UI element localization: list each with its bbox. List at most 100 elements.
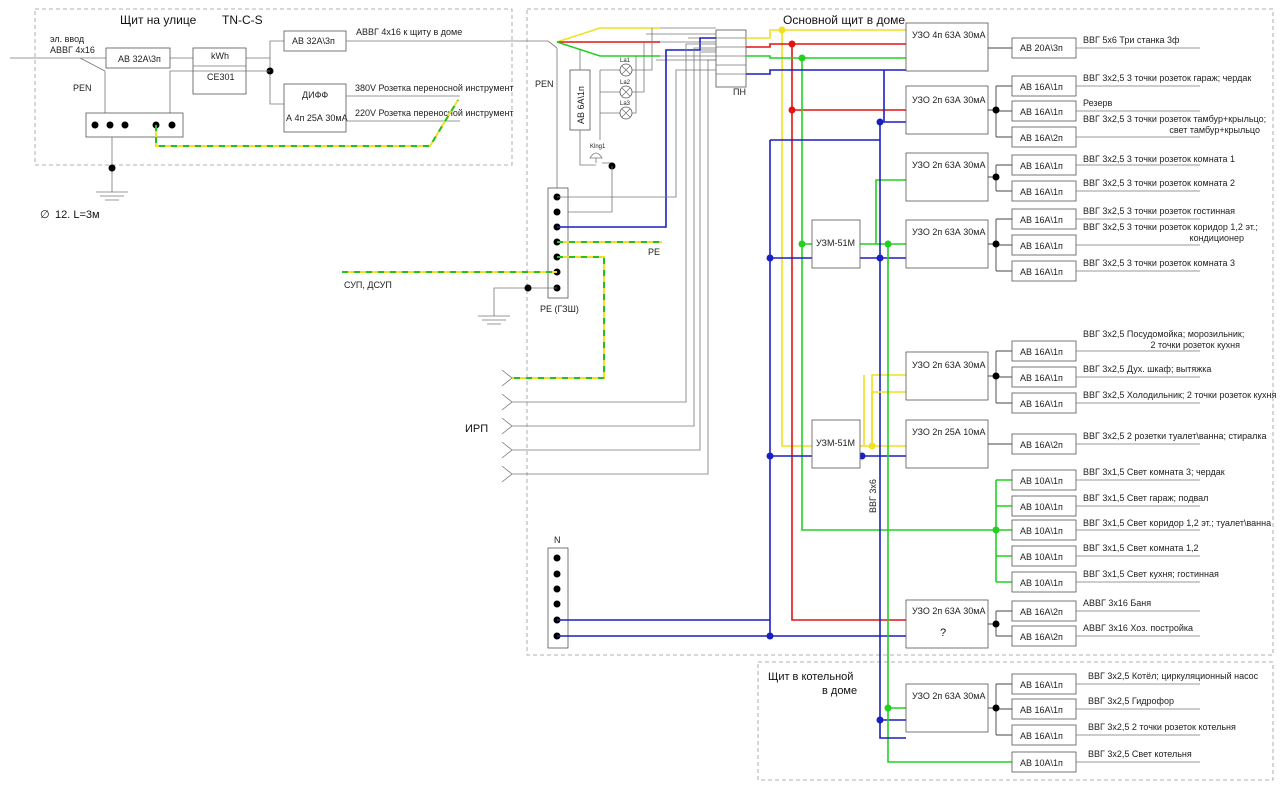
load-l13: ВВГ 3х2,5 2 розетки туалет\ванна; стирал… xyxy=(1083,431,1267,441)
ground-note: 12. L=3м xyxy=(55,209,100,221)
indicator-lamp-2 xyxy=(619,85,633,99)
load-l10b: 2 точки розеток кухня xyxy=(1151,340,1241,350)
load-lines xyxy=(1076,47,1200,637)
boiler-load-2: ВВГ 3х2,5 Гидрофор xyxy=(1088,696,1174,706)
breaker-to-house-label: АВ 32А\3п xyxy=(292,36,335,46)
input-cable-label: АВВГ 4х16 xyxy=(50,45,95,55)
meter-kwh-label: kWh xyxy=(211,51,229,61)
breaker-connectors xyxy=(988,47,1012,736)
load-l11: ВВГ 3х2,5 Дух. шкаф; вытяжка xyxy=(1083,364,1211,374)
breaker-b19-label: АВ 16А\2п xyxy=(1020,607,1063,617)
indicator-lamp-3 xyxy=(619,106,633,120)
uzm-2-label: УЗМ-51М xyxy=(816,438,855,448)
uzm-1 xyxy=(811,219,861,269)
load-l4b: свет тамбур+крыльцо xyxy=(1169,125,1260,135)
load-l1: ВВГ 5х6 Три станка 3ф xyxy=(1083,35,1180,45)
breaker-b3-label: АВ 16А\1п xyxy=(1020,107,1063,117)
breaker-b10-label: АВ 16А\1п xyxy=(1020,347,1063,357)
load-l5: ВВГ 3х2,5 3 точки розеток комната 1 xyxy=(1083,154,1235,164)
breaker-b12-label: АВ 16А\1п xyxy=(1020,399,1063,409)
n-bus xyxy=(547,547,569,649)
uzo-group: УЗО 4п 63А 30мА УЗО 2п 63А 30мА УЗО 2п 6… xyxy=(811,22,989,649)
breaker-b14-label: АВ 10А\1п xyxy=(1020,476,1063,486)
boiler-breaker-3-label: АВ 16А\1п xyxy=(1020,731,1063,741)
breaker-b8-label: АВ 16А\1п xyxy=(1020,241,1063,251)
uzo-1-label: УЗО 4п 63А 30мА xyxy=(912,30,985,40)
load-l15: ВВГ 3х1,5 Свет гараж; подвал xyxy=(1083,493,1208,503)
load-l8b: кондиционер xyxy=(1190,233,1244,243)
cable-to-house-label: АВВГ 4х16 к щиту в доме xyxy=(356,27,462,37)
pn-terminal-block xyxy=(715,29,747,88)
indicator-lamp-1 xyxy=(619,63,633,77)
uzo-7-label: УЗО 2п 63А 30мА xyxy=(912,606,985,616)
irp-label: ИРП xyxy=(465,423,488,435)
socket-380-label: 380V Розетка переносной инструмент xyxy=(355,83,514,93)
main-pen-label: PEN xyxy=(535,79,554,89)
load-l12: ВВГ 3х2,5 Холодильник; 2 точки розеток к… xyxy=(1083,390,1277,400)
boiler-load-1: ВВГ 3х2,5 Котёл; циркуляционный насос xyxy=(1088,671,1259,681)
boiler-breaker-1-label: АВ 16А\1п xyxy=(1020,680,1063,690)
sup-label: СУП, ДСУП xyxy=(344,280,392,290)
load-l7: ВВГ 3х2,5 3 точки розеток гостинная xyxy=(1083,206,1235,216)
load-l3: Резерв xyxy=(1083,98,1112,108)
uzo-7 xyxy=(905,599,989,649)
outdoor-panel: Щит на улице TN-C-S эл. ввод АВВГ 4х16 P… xyxy=(10,13,540,221)
breaker-b7-label: АВ 16А\1п xyxy=(1020,215,1063,225)
breaker-b4-label: АВ 16А\2п xyxy=(1020,133,1063,143)
breaker-b17-label: АВ 10А\1п xyxy=(1020,552,1063,562)
lamp-1-label: La1 xyxy=(620,58,631,64)
breaker-b20-label: АВ 16А\2п xyxy=(1020,632,1063,642)
uzo-4 xyxy=(905,219,989,269)
load-l17: ВВГ 3х1,5 Свет комната 1,2 xyxy=(1083,543,1198,553)
load-l6: ВВГ 3х2,5 3 точки розеток комната 2 xyxy=(1083,178,1235,188)
boiler-panel-frame xyxy=(757,661,1274,781)
pe-bus-label: PE (ГЗШ) xyxy=(540,304,579,314)
uzo-6-label: УЗО 2п 25А 10мА xyxy=(912,427,985,437)
pn-label: ПН xyxy=(733,87,746,97)
outdoor-pen-label: PEN xyxy=(73,83,92,93)
uzm-1-label: УЗМ-51М xyxy=(816,238,855,248)
breaker-b13-label: АВ 16А\2п xyxy=(1020,440,1063,450)
breaker-b18-label: АВ 10А\1п xyxy=(1020,578,1063,588)
uzm-2 xyxy=(811,419,861,469)
breaker-b9-label: АВ 16А\1п xyxy=(1020,267,1063,277)
ground-electrode-icon: ∅ xyxy=(40,209,50,221)
input-label: эл. ввод xyxy=(50,34,85,44)
main-panel-title: Основной щит в доме xyxy=(783,13,905,27)
busbars: ВВГ 3х6 xyxy=(557,26,1012,763)
boiler-load-4: ВВГ 3х2,5 Свет котельня xyxy=(1088,749,1192,759)
breaker-b15-label: АВ 10А\1п xyxy=(1020,502,1063,512)
load-l16: ВВГ 3х1,5 Свет коридор 1,2 эт.; туалет\в… xyxy=(1083,518,1271,528)
load-l4a: ВВГ 3х2,5 3 точки розеток тамбур+крыльцо… xyxy=(1083,114,1266,124)
breaker-b5-label: АВ 16А\1п xyxy=(1020,161,1063,171)
uzo-1 xyxy=(905,22,989,72)
load-labels: ВВГ 5х6 Три станка 3ф ВВГ 3х2,5 3 точки … xyxy=(1083,35,1277,633)
lamp-2-label: La2 xyxy=(620,80,631,86)
boiler-uzo-label: УЗО 2п 63А 30мА xyxy=(912,691,985,701)
outdoor-panel-title: Щит на улице xyxy=(120,13,197,27)
vvg-3x6-label: ВВГ 3х6 xyxy=(868,479,878,513)
system-type-label: TN-C-S xyxy=(222,13,263,27)
rcbo-title: ДИФФ xyxy=(302,90,328,100)
uzo-7-unknown: ? xyxy=(940,627,946,639)
breaker-b2-label: АВ 16А\1п xyxy=(1020,82,1063,92)
uzo-5 xyxy=(905,351,989,401)
meter-model-label: СЕ301 xyxy=(207,72,235,82)
load-l14: ВВГ 3х1,5 Свет комната 3; чердак xyxy=(1083,467,1225,477)
rcbo-rating: А 4п 25А 30мА xyxy=(286,113,348,123)
rcbo-box xyxy=(283,83,347,133)
breaker-b1-label: АВ 20А\3п xyxy=(1020,43,1063,53)
load-l19: АВВГ 3х16 Баня xyxy=(1083,598,1151,608)
main-panel-left: Основной щит в доме PEN АВ 6А\1п La1 La2… xyxy=(342,13,905,649)
main-panel-frame xyxy=(526,8,1274,656)
lamp-3-label: La3 xyxy=(620,101,631,107)
boiler-breaker-4-label: АВ 10А\1п xyxy=(1020,758,1063,768)
boiler-breaker-2-label: АВ 16А\1п xyxy=(1020,705,1063,715)
load-l2: ВВГ 3х2,5 3 точки розеток гараж; чердак xyxy=(1083,73,1251,83)
uzo-6 xyxy=(905,419,989,469)
socket-220-label: 220V Розетка переносной инструмент xyxy=(355,108,514,118)
boiler-panel-title-1: Щит в котельной xyxy=(768,671,853,683)
load-l18: ВВГ 3х1,5 Свет кухня; гостинная xyxy=(1083,569,1219,579)
n-bus-label: N xyxy=(554,535,561,545)
